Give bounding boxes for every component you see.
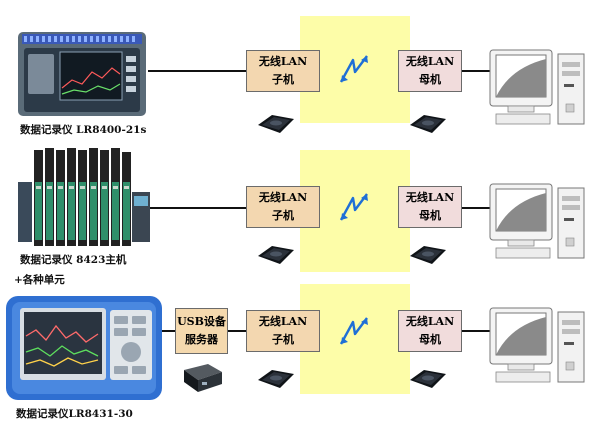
data-logger-lr8400-icon (18, 32, 146, 116)
data-logger-lr8431-icon (6, 296, 162, 400)
wireless-lan-child-box-1: 无线LAN 子机 (246, 50, 320, 92)
child-label-line2: 子机 (272, 73, 294, 86)
wireless-adapter-icon (410, 115, 446, 133)
usb-label-line2: 服务器 (185, 333, 218, 346)
device-caption-1: 数据记录仪 LR8400-21s (20, 124, 147, 136)
connector-line (228, 330, 246, 332)
wireless-adapter-icon (258, 370, 294, 388)
wireless-lan-parent-box-1: 无线LAN 母机 (398, 50, 462, 92)
parent-label-line1: 无线LAN (405, 315, 455, 328)
child-label-line1: 无线LAN (258, 315, 308, 328)
wireless-adapter-icon (410, 246, 446, 264)
child-label-line2: 子机 (272, 333, 294, 346)
wireless-adapter-icon (258, 115, 294, 133)
parent-label-line1: 无线LAN (405, 55, 455, 68)
connector-line (150, 207, 246, 209)
computer-icon (489, 183, 585, 259)
device-caption-3: 数据记录仪LR8431-30 (16, 408, 133, 420)
wireless-lan-parent-box-3: 无线LAN 母机 (398, 310, 462, 352)
wireless-signal-icon (339, 317, 368, 345)
device-caption-2b: +各种单元 (14, 274, 65, 286)
wireless-lan-parent-box-2: 无线LAN 母机 (398, 186, 462, 228)
child-label-line2: 子机 (272, 209, 294, 222)
device-caption-2: 数据记录仪 8423主机 (20, 254, 127, 266)
connector-line (462, 70, 492, 72)
wireless-signal-icon (339, 193, 368, 221)
connector-line (462, 330, 492, 332)
parent-label-line2: 母机 (419, 73, 441, 86)
parent-label-line1: 无线LAN (405, 191, 455, 204)
wireless-lan-child-box-2: 无线LAN 子机 (246, 186, 320, 228)
parent-label-line2: 母机 (419, 333, 441, 346)
connector-line (162, 330, 176, 332)
computer-icon (489, 307, 585, 383)
child-label-line1: 无线LAN (258, 191, 308, 204)
data-logger-8423-icon (18, 148, 150, 246)
parent-label-line2: 母机 (419, 209, 441, 222)
child-label-line1: 无线LAN (258, 55, 308, 68)
wireless-adapter-icon (410, 370, 446, 388)
usb-server-icon (184, 364, 222, 392)
wireless-lan-child-box-3: 无线LAN 子机 (246, 310, 320, 352)
usb-label-line1: USB设备 (177, 315, 226, 328)
usb-device-server-box: USB设备 服务器 (175, 308, 228, 354)
wireless-adapter-icon (258, 246, 294, 264)
connector-line (148, 70, 246, 72)
wireless-signal-icon (339, 55, 368, 83)
computer-icon (489, 49, 585, 125)
connector-line (462, 207, 492, 209)
